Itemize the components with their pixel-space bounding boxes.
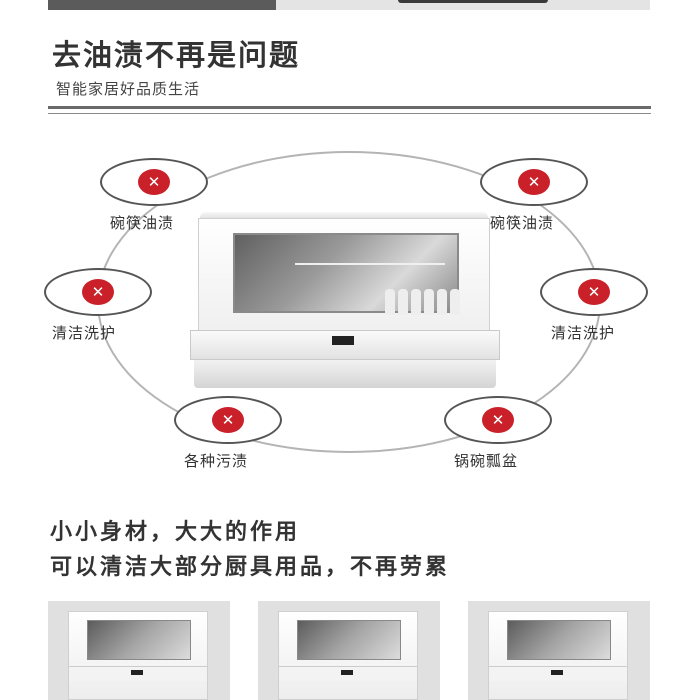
product-thumbnail-1: [48, 601, 230, 700]
dish-rack: [295, 263, 445, 303]
page-subtitle: 智能家居好品质生活: [56, 80, 201, 98]
product-thumbnail-2: [258, 601, 440, 700]
dishwasher-body: [198, 218, 490, 342]
divider-thick: [48, 106, 651, 109]
feature-label-4: 清洁洗护: [551, 324, 616, 342]
x-icon: ✕: [82, 279, 114, 305]
section-heading-2: 可以清洁大部分厨具用品，不再劳累: [50, 555, 451, 580]
feature-badge-3: ✕: [44, 268, 152, 316]
feature-badge-4: ✕: [540, 268, 648, 316]
x-icon: ✕: [518, 169, 550, 195]
plates: [385, 289, 485, 319]
banner-light-segment: [276, 0, 650, 10]
top-banner-strip: [48, 0, 650, 10]
dishwasher-window: [233, 233, 460, 315]
banner-slot-shape: [398, 0, 548, 3]
x-icon: ✕: [578, 279, 610, 305]
feature-label-6: 锅碗瓢盆: [454, 452, 519, 470]
feature-label-1: 碗筷油渍: [110, 214, 175, 232]
dishwasher-image: [190, 212, 500, 388]
divider-thin: [48, 113, 651, 114]
x-icon: ✕: [212, 407, 244, 433]
dishwasher-mini-3: [488, 611, 628, 700]
feature-badge-5: ✕: [174, 396, 282, 444]
feature-label-5: 各种污渍: [184, 452, 249, 470]
banner-dark-segment: [48, 0, 276, 10]
x-icon: ✕: [138, 169, 170, 195]
feature-label-3: 清洁洗护: [52, 324, 117, 342]
dishwasher-mini-1: [68, 611, 208, 700]
feature-badge-6: ✕: [444, 396, 552, 444]
feature-badge-2: ✕: [480, 158, 588, 206]
control-panel: [190, 330, 500, 360]
product-thumbnail-3: [468, 601, 650, 700]
x-icon: ✕: [482, 407, 514, 433]
dishwasher-mini-2: [278, 611, 418, 700]
page-title: 去油渍不再是问题: [52, 38, 301, 72]
feature-label-2: 碗筷油渍: [490, 214, 555, 232]
digital-display: [332, 336, 354, 345]
dishwasher-base: [194, 360, 496, 388]
section-heading-1: 小小身材，大大的作用: [50, 520, 301, 545]
feature-badge-1: ✕: [100, 158, 208, 206]
dishwasher-top: [200, 212, 488, 220]
